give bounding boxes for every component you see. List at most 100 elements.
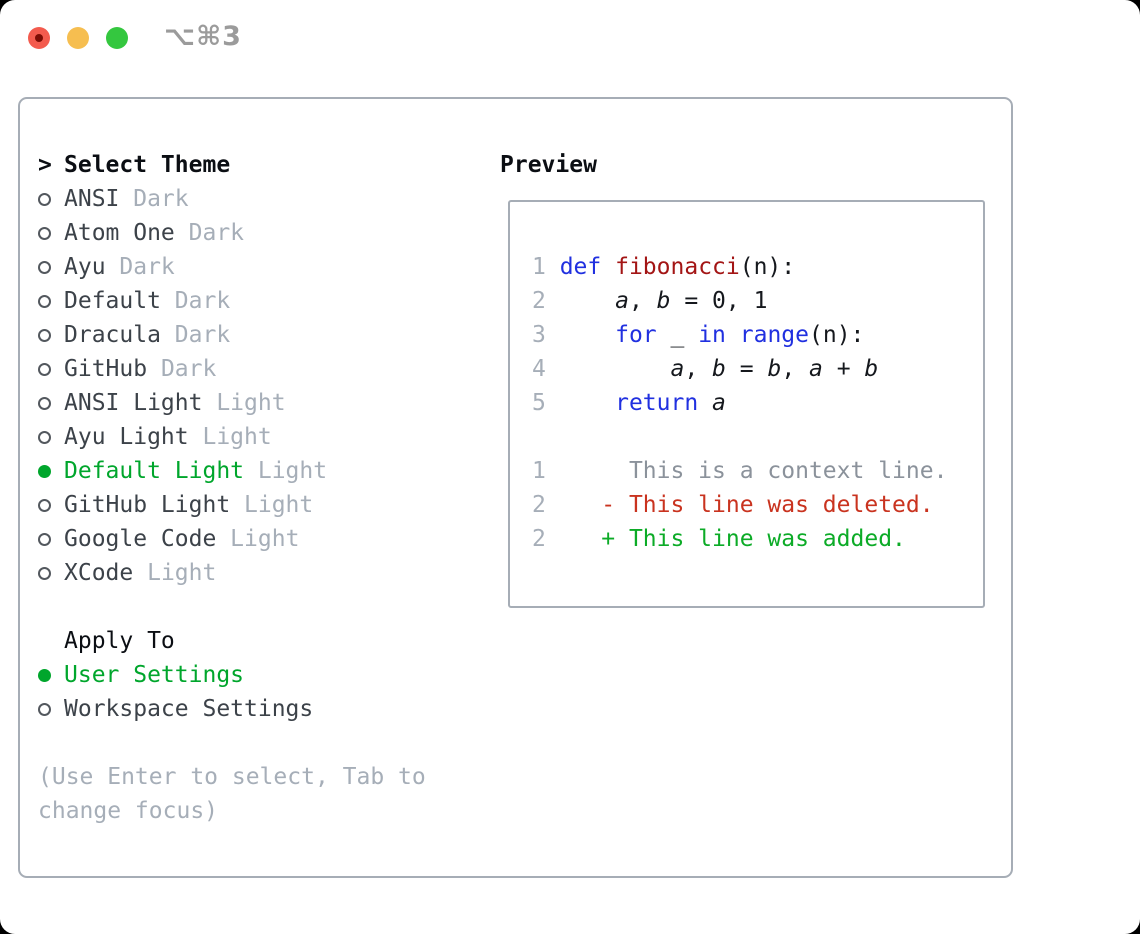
theme-option-label: Default Light Light [64, 458, 327, 484]
apply-option-user-settings[interactable]: User Settings [38, 658, 484, 692]
line-number: 2 [532, 288, 560, 314]
line-number: 3 [532, 322, 560, 348]
theme-option-label: GitHub Dark [64, 356, 216, 382]
theme-option-label: ANSI Light Light [64, 390, 286, 416]
theme-list-title: Select Theme [64, 152, 231, 178]
theme-variant-tag: Dark [160, 322, 231, 348]
radio-icon [38, 192, 51, 206]
code-line: 1 def fibonacci(n): [532, 250, 983, 284]
theme-name: ANSI Light [64, 390, 203, 416]
code-token [698, 390, 712, 416]
close-button[interactable] [28, 27, 50, 49]
theme-variant-tag: Dark [160, 288, 231, 314]
added-line: 2 + This line was added. [532, 522, 983, 556]
line-number: 2 [532, 526, 560, 552]
theme-variant-tag: Light [244, 458, 328, 484]
code-token: a [670, 356, 685, 382]
theme-option-label: Google Code Light [64, 526, 299, 552]
code-line: 3 for _ in range(n): [532, 318, 983, 352]
apply-option-label: User Settings [64, 662, 244, 688]
theme-name: Default [64, 288, 161, 314]
radio-icon [38, 702, 51, 716]
theme-name: XCode [64, 560, 134, 586]
line-number: 4 [532, 356, 560, 382]
code-token: , [781, 356, 810, 382]
code-token: return [615, 390, 699, 416]
theme-name: Dracula [64, 322, 161, 348]
theme-option-ansi-light-light[interactable]: ANSI Light Light [38, 386, 484, 420]
radio-marker [38, 566, 64, 580]
radio-icon [38, 498, 51, 512]
apply-to-title: Apply To [64, 628, 175, 654]
code-token: + [822, 356, 865, 382]
code-line: 4 a, b = b, a + b [532, 352, 983, 386]
theme-option-google-code-light[interactable]: Google Code Light [38, 522, 484, 556]
theme-name: ANSI [64, 186, 120, 212]
code-token: (n): [739, 254, 796, 280]
code-token: = [725, 356, 768, 382]
apply-option-text: Workspace Settings [64, 696, 314, 722]
code-token: fibonacci [615, 254, 740, 280]
theme-option-label: Atom One Dark [64, 220, 244, 246]
deleted-line: 2 - This line was deleted. [532, 488, 983, 522]
help-text: (Use Enter to select, Tab to change focu… [38, 764, 426, 824]
code-token [560, 390, 615, 416]
window-shortcut-label: ⌥⌘3 [164, 21, 242, 52]
code-token: (n): [809, 322, 865, 348]
theme-option-github-light-light[interactable]: GitHub Light Light [38, 488, 484, 522]
theme-option-ayu-dark[interactable]: Ayu Dark [38, 250, 484, 284]
zoom-button[interactable] [106, 27, 128, 49]
gap [38, 726, 484, 760]
radio-marker [38, 498, 64, 512]
radio-icon [38, 566, 51, 580]
code-token: _ [656, 322, 699, 348]
minimize-button[interactable] [67, 27, 89, 49]
line-number: 5 [532, 390, 560, 416]
theme-option-github-dark[interactable]: GitHub Dark [38, 352, 484, 386]
blank-line [532, 420, 983, 454]
theme-option-default-dark[interactable]: Default Dark [38, 284, 484, 318]
theme-option-label: GitHub Light Light [64, 492, 313, 518]
code-token: = 0, 1 [670, 288, 768, 314]
code-token: , [684, 356, 713, 382]
theme-name: Google Code [64, 526, 217, 552]
code-token: - This line was deleted. [559, 492, 934, 518]
code-token: a [809, 356, 823, 382]
code-token: This is a context line. [559, 458, 948, 484]
code-token [560, 322, 615, 348]
theme-name: Atom One [64, 220, 175, 246]
radio-icon [38, 532, 51, 546]
radio-marker [38, 260, 64, 274]
code-token: b [712, 356, 726, 382]
radio-selected-icon [38, 668, 51, 682]
theme-option-label: ANSI Dark [64, 186, 189, 212]
radio-icon [38, 396, 51, 410]
code-token [601, 254, 615, 280]
theme-option-atom-one-dark[interactable]: Atom One Dark [38, 216, 484, 250]
radio-marker [38, 532, 64, 546]
theme-name: Ayu Light [64, 424, 189, 450]
radio-icon [38, 226, 51, 240]
radio-marker [38, 362, 64, 376]
code-token: , [628, 288, 657, 314]
theme-option-xcode-light[interactable]: XCode Light [38, 556, 484, 590]
code-line: 2 a, b = 0, 1 [532, 284, 983, 318]
radio-icon [38, 294, 51, 308]
theme-option-ayu-light-light[interactable]: Ayu Light Light [38, 420, 484, 454]
radio-marker [38, 294, 64, 308]
close-dot-icon [35, 34, 43, 42]
line-number: 1 [532, 254, 560, 280]
theme-option-dracula-dark[interactable]: Dracula Dark [38, 318, 484, 352]
apply-option-workspace-settings[interactable]: Workspace Settings [38, 692, 484, 726]
theme-option-ansi-dark[interactable]: ANSI Dark [38, 182, 484, 216]
theme-option-default-light-light[interactable]: Default Light Light [38, 454, 484, 488]
apply-option-text: User Settings [64, 662, 245, 688]
radio-marker [38, 396, 64, 410]
code-line: 5 return a [532, 386, 983, 420]
radio-marker [38, 226, 64, 240]
theme-variant-tag: Light [133, 560, 217, 586]
radio-marker [38, 192, 64, 206]
code-token: range [739, 322, 809, 348]
selection-pointer-icon: > [38, 152, 52, 178]
